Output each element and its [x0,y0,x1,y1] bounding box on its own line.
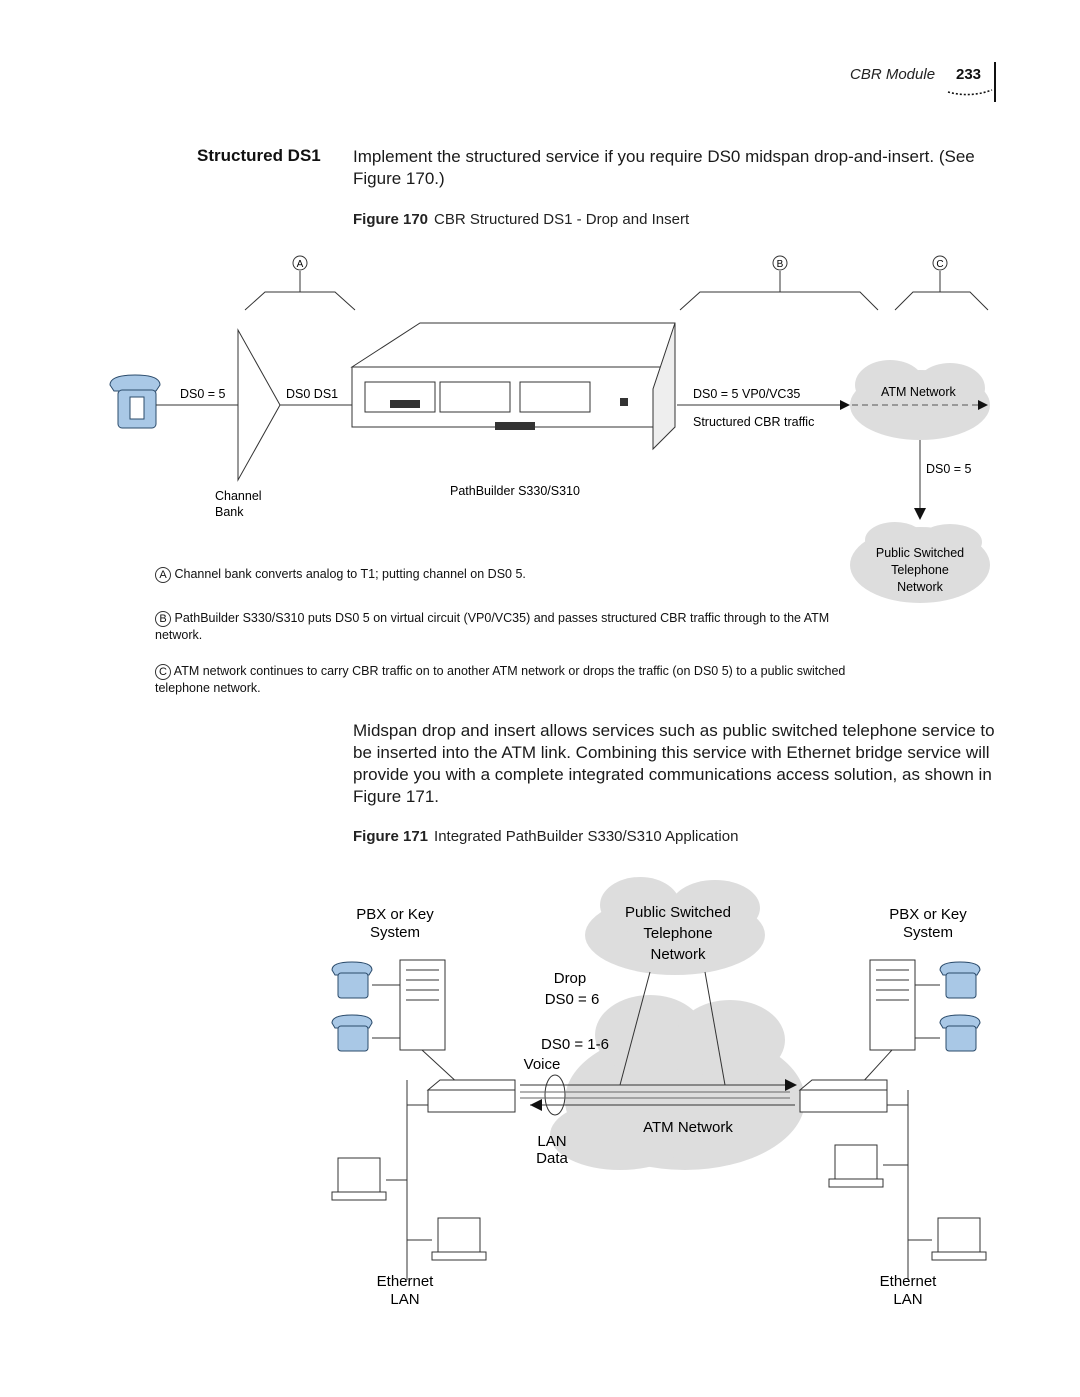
pstn-label-3: Network [897,580,944,594]
svg-text:A: A [297,259,304,270]
section-title: Structured DS1 [197,146,321,165]
running-title: CBR Module [850,66,936,83]
phone-right-1-icon [939,961,981,999]
ds0-right-label: DS0 = 5 [926,462,972,476]
pbx-right-server-icon [869,959,916,1051]
page-number: 233 [956,66,982,83]
figure-170-title: CBR Structured DS1 - Drop and Insert [434,211,690,228]
atm-network-cloud [850,360,990,440]
pathbuilder-right-device [798,1079,888,1113]
pstn-cloud [850,522,990,603]
svg-text:C: C [936,259,943,270]
marker-a: A [244,255,356,311]
figure-171-caption: Figure 171 Integrated PathBuilder S330/S3… [353,828,738,845]
channel-bank-shape [237,328,281,482]
channel-bank-label-line2: Bank [215,505,244,519]
pstn-171-label-3: Network [650,946,706,963]
section-intro: Implement the structured service if you … [353,147,975,188]
pbx-left-label-1: PBX or Key [356,906,434,923]
figure-170-note-b: B PathBuilder S330/S310 puts DS0 5 on vi… [155,611,830,642]
pbx-right-label-1: PBX or Key [889,906,967,923]
atm-network-label: ATM Network [881,385,957,399]
pstn-cloud-171 [585,877,765,975]
pstn-171-label-2: Telephone [643,925,712,942]
pc-left-1-icon [331,1157,387,1201]
lan-label: LAN [537,1133,566,1150]
ds0-ds1-label: DS0 DS1 [286,387,338,401]
device-label: PathBuilder S330/S310 [450,484,580,498]
midspan-paragraph: Midspan drop and insert allows services … [353,721,995,806]
pathbuilder-left-device [426,1079,516,1113]
vpvc-label: DS0 = 5 VP0/VC35 [693,387,800,401]
pc-left-2-icon [431,1217,487,1261]
ds0-left-label: DS0 = 5 [180,387,226,401]
ds0-1-6-label: DS0 = 1-6 [541,1036,609,1053]
pbx-left-server-icon [399,959,446,1051]
structured-traffic-label: Structured CBR traffic [693,415,814,429]
atm-171-label: ATM Network [643,1119,733,1136]
pbx-right-label-2: System [903,924,953,941]
figure-170-note-c: C ATM network continues to carry CBR tra… [155,664,846,695]
pathbuilder-device [350,322,676,451]
eth-right-label-1: Ethernet [880,1273,938,1290]
data-label: Data [536,1150,568,1167]
voice-label: Voice [524,1056,561,1073]
drop-label: Drop [554,970,587,987]
ds0-6-label: DS0 = 6 [545,991,600,1008]
svg-text:B: B [777,259,784,270]
figure-170-caption: Figure 170 CBR Structured DS1 - Drop and … [353,211,689,228]
pstn-171-label-1: Public Switched [625,904,731,921]
figure-170-diagram: A B C DS0 = 5 DS0 DS1 Channel Bank [109,255,990,603]
pstn-label-1: Public Switched [876,546,964,560]
figure-170-note-a: A Channel bank converts analog to T1; pu… [155,566,855,583]
atm-cloud-171 [550,995,805,1170]
header-corner-ornament [947,62,996,102]
figure-171-diagram: Public Switched Telephone Network ATM Ne… [331,877,987,1308]
pbx-left-label-2: System [370,924,420,941]
marker-b: B [679,255,879,311]
figure-170-label: Figure 170 [353,211,429,228]
figure-171-label: Figure 171 [353,828,429,845]
figure-171-title: Integrated PathBuilder S330/S310 Applica… [434,828,739,845]
pc-right-2-icon [931,1217,987,1261]
eth-left-label-2: LAN [390,1291,419,1308]
phone-left-2-icon [331,1014,373,1052]
channel-bank-label-line1: Channel [215,489,262,503]
marker-c: C [894,255,989,311]
phone-right-2-icon [939,1014,981,1052]
eth-right-label-2: LAN [893,1291,922,1308]
telephone-icon [109,374,161,429]
phone-left-1-icon [331,961,373,999]
pc-right-1-icon [828,1144,884,1188]
eth-left-label-1: Ethernet [377,1273,435,1290]
pstn-label-2: Telephone [891,563,949,577]
